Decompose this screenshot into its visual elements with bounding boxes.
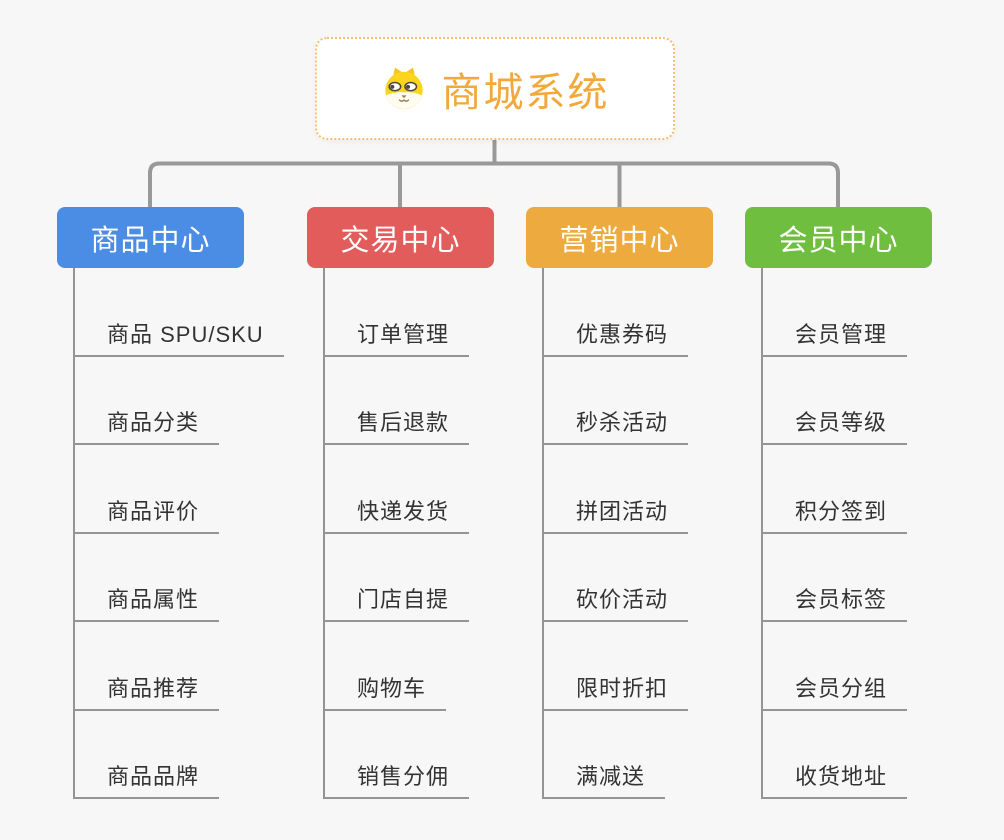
child-topic[interactable]: 优惠券码: [544, 268, 689, 357]
branch-node-marketing-center[interactable]: 营销中心: [526, 207, 713, 268]
branch-marketing-center: 营销中心 优惠券码 秒杀活动 拼团活动 砍价活动 限时折扣 满减送: [526, 207, 713, 799]
child-topic[interactable]: 会员管理: [763, 268, 908, 357]
child-topic[interactable]: 订单管理: [325, 268, 470, 357]
child-topic[interactable]: 商品品牌: [75, 711, 220, 799]
child-topic[interactable]: 商品 SPU/SKU: [75, 268, 284, 357]
branch-product-center: 商品中心 商品 SPU/SKU 商品分类 商品评价 商品属性 商品推荐 商品品牌: [57, 207, 284, 799]
branch-bus-line: [148, 161, 840, 210]
child-topic[interactable]: 会员分组: [763, 622, 908, 711]
branch-children: 优惠券码 秒杀活动 拼团活动 砍价活动 限时折扣 满减送: [542, 268, 713, 799]
child-topic[interactable]: 限时折扣: [544, 622, 689, 711]
child-topic[interactable]: 收货地址: [763, 711, 908, 799]
branch-children: 会员管理 会员等级 积分签到 会员标签 会员分组 收货地址: [761, 268, 932, 799]
child-topic[interactable]: 商品评价: [75, 445, 220, 534]
branch-node-member-center[interactable]: 会员中心: [745, 207, 932, 268]
branch-member-center: 会员中心 会员管理 会员等级 积分签到 会员标签 会员分组 收货地址: [745, 207, 932, 799]
branch-node-trade-center[interactable]: 交易中心: [307, 207, 494, 268]
child-topic[interactable]: 商品属性: [75, 534, 220, 622]
root-node[interactable]: 商城系统: [315, 37, 675, 140]
child-topic[interactable]: 购物车: [325, 622, 447, 711]
child-topic[interactable]: 会员等级: [763, 357, 908, 445]
branch-trade-center: 交易中心 订单管理 售后退款 快递发货 门店自提 购物车 销售分佣: [307, 207, 494, 799]
root-title: 商城系统: [441, 70, 610, 115]
child-topic[interactable]: 会员标签: [763, 534, 908, 622]
branch-children: 订单管理 售后退款 快递发货 门店自提 购物车 销售分佣: [323, 268, 494, 799]
child-topic[interactable]: 商品分类: [75, 357, 220, 445]
branch-node-product-center[interactable]: 商品中心: [57, 207, 244, 268]
child-topic[interactable]: 满减送: [544, 711, 666, 799]
branch-children: 商品 SPU/SKU 商品分类 商品评价 商品属性 商品推荐 商品品牌: [73, 268, 284, 799]
child-topic[interactable]: 门店自提: [325, 534, 470, 622]
shiba-dog-icon: [384, 66, 423, 109]
child-topic[interactable]: 销售分佣: [325, 711, 470, 799]
child-topic[interactable]: 秒杀活动: [544, 357, 689, 445]
child-topic[interactable]: 商品推荐: [75, 622, 220, 711]
child-topic[interactable]: 快递发货: [325, 445, 470, 534]
child-topic[interactable]: 售后退款: [325, 357, 470, 445]
child-topic[interactable]: 积分签到: [763, 445, 908, 534]
child-topic[interactable]: 拼团活动: [544, 445, 689, 534]
child-topic[interactable]: 砍价活动: [544, 534, 689, 622]
